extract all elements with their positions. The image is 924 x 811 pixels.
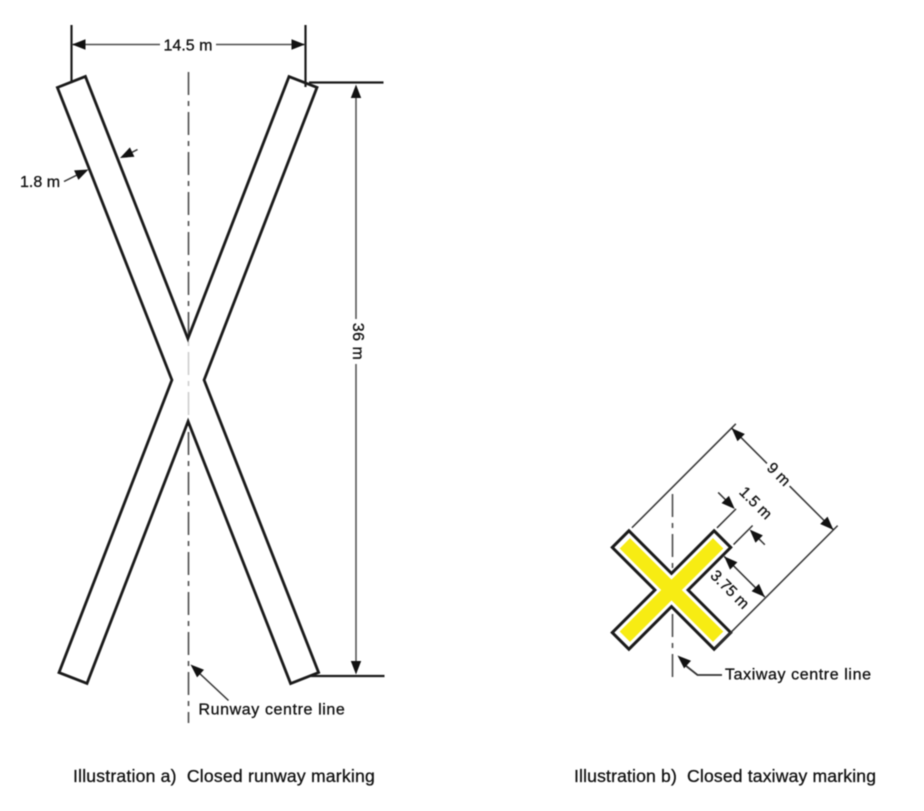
svg-text:1.8 m: 1.8 m <box>20 174 60 191</box>
svg-text:Taxiway centre line: Taxiway centre line <box>725 667 872 684</box>
svg-text:14.5 m: 14.5 m <box>164 38 213 55</box>
svg-text:Illustration b) Closed taxiwa: Illustration b) Closed taxiway marking <box>574 766 876 786</box>
svg-text:36 m: 36 m <box>349 323 366 361</box>
svg-text:Illustration a) Closed runway: Illustration a) Closed runway marking <box>73 766 375 786</box>
svg-text:Runway centre line: Runway centre line <box>199 702 346 719</box>
